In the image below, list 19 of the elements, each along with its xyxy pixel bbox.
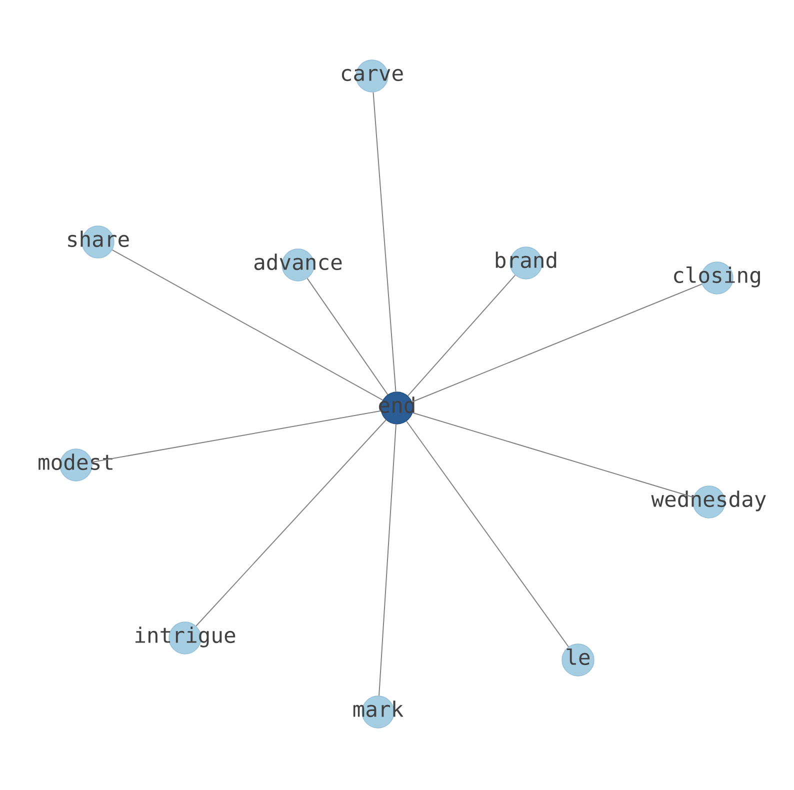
circle-node: advance [254,248,342,282]
edge-line [112,249,384,401]
circle-node: le [562,644,594,676]
edge-line [407,274,516,396]
edge-line [372,92,396,392]
edge-line [92,410,382,463]
edge-line [196,420,386,626]
edge-line [412,412,694,498]
circle-node: intrigue [136,622,236,654]
circle-node: carve [342,60,403,92]
edge-line [412,284,702,402]
circle-node: mark [353,696,404,728]
edge-line [406,420,569,648]
circle-node: wednesday [651,486,766,518]
circle-node: share [68,226,129,258]
circle-node: brand [496,246,556,280]
circle-node: modest [38,448,112,482]
edge-line [306,278,388,396]
edge-line [378,424,396,696]
